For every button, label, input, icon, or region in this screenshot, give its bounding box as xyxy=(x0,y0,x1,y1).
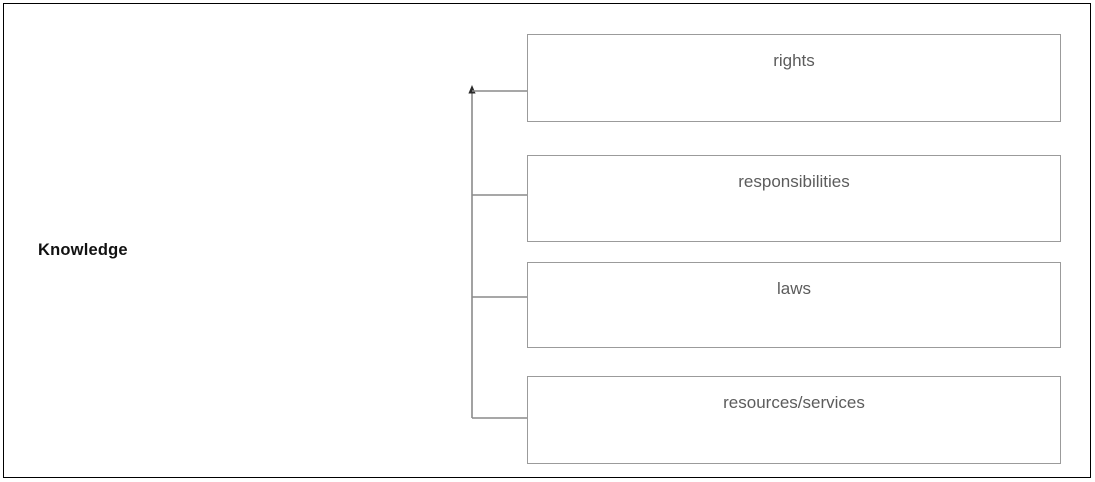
node-box-responsibilities[interactable]: responsibilities xyxy=(527,155,1061,242)
node-label-responsibilities: responsibilities xyxy=(738,172,850,191)
node-label-resources-services: resources/services xyxy=(723,393,865,412)
trunk-arrowhead xyxy=(468,85,476,94)
node-box-rights[interactable]: rights xyxy=(527,34,1061,122)
root-node-label: Knowledge xyxy=(38,241,128,259)
node-label-rights: rights xyxy=(773,51,815,70)
node-box-laws[interactable]: laws xyxy=(527,262,1061,348)
node-label-laws: laws xyxy=(776,279,811,298)
node-box-resources-services[interactable]: resources/services xyxy=(527,376,1061,464)
diagram-outer-frame xyxy=(3,3,1091,478)
